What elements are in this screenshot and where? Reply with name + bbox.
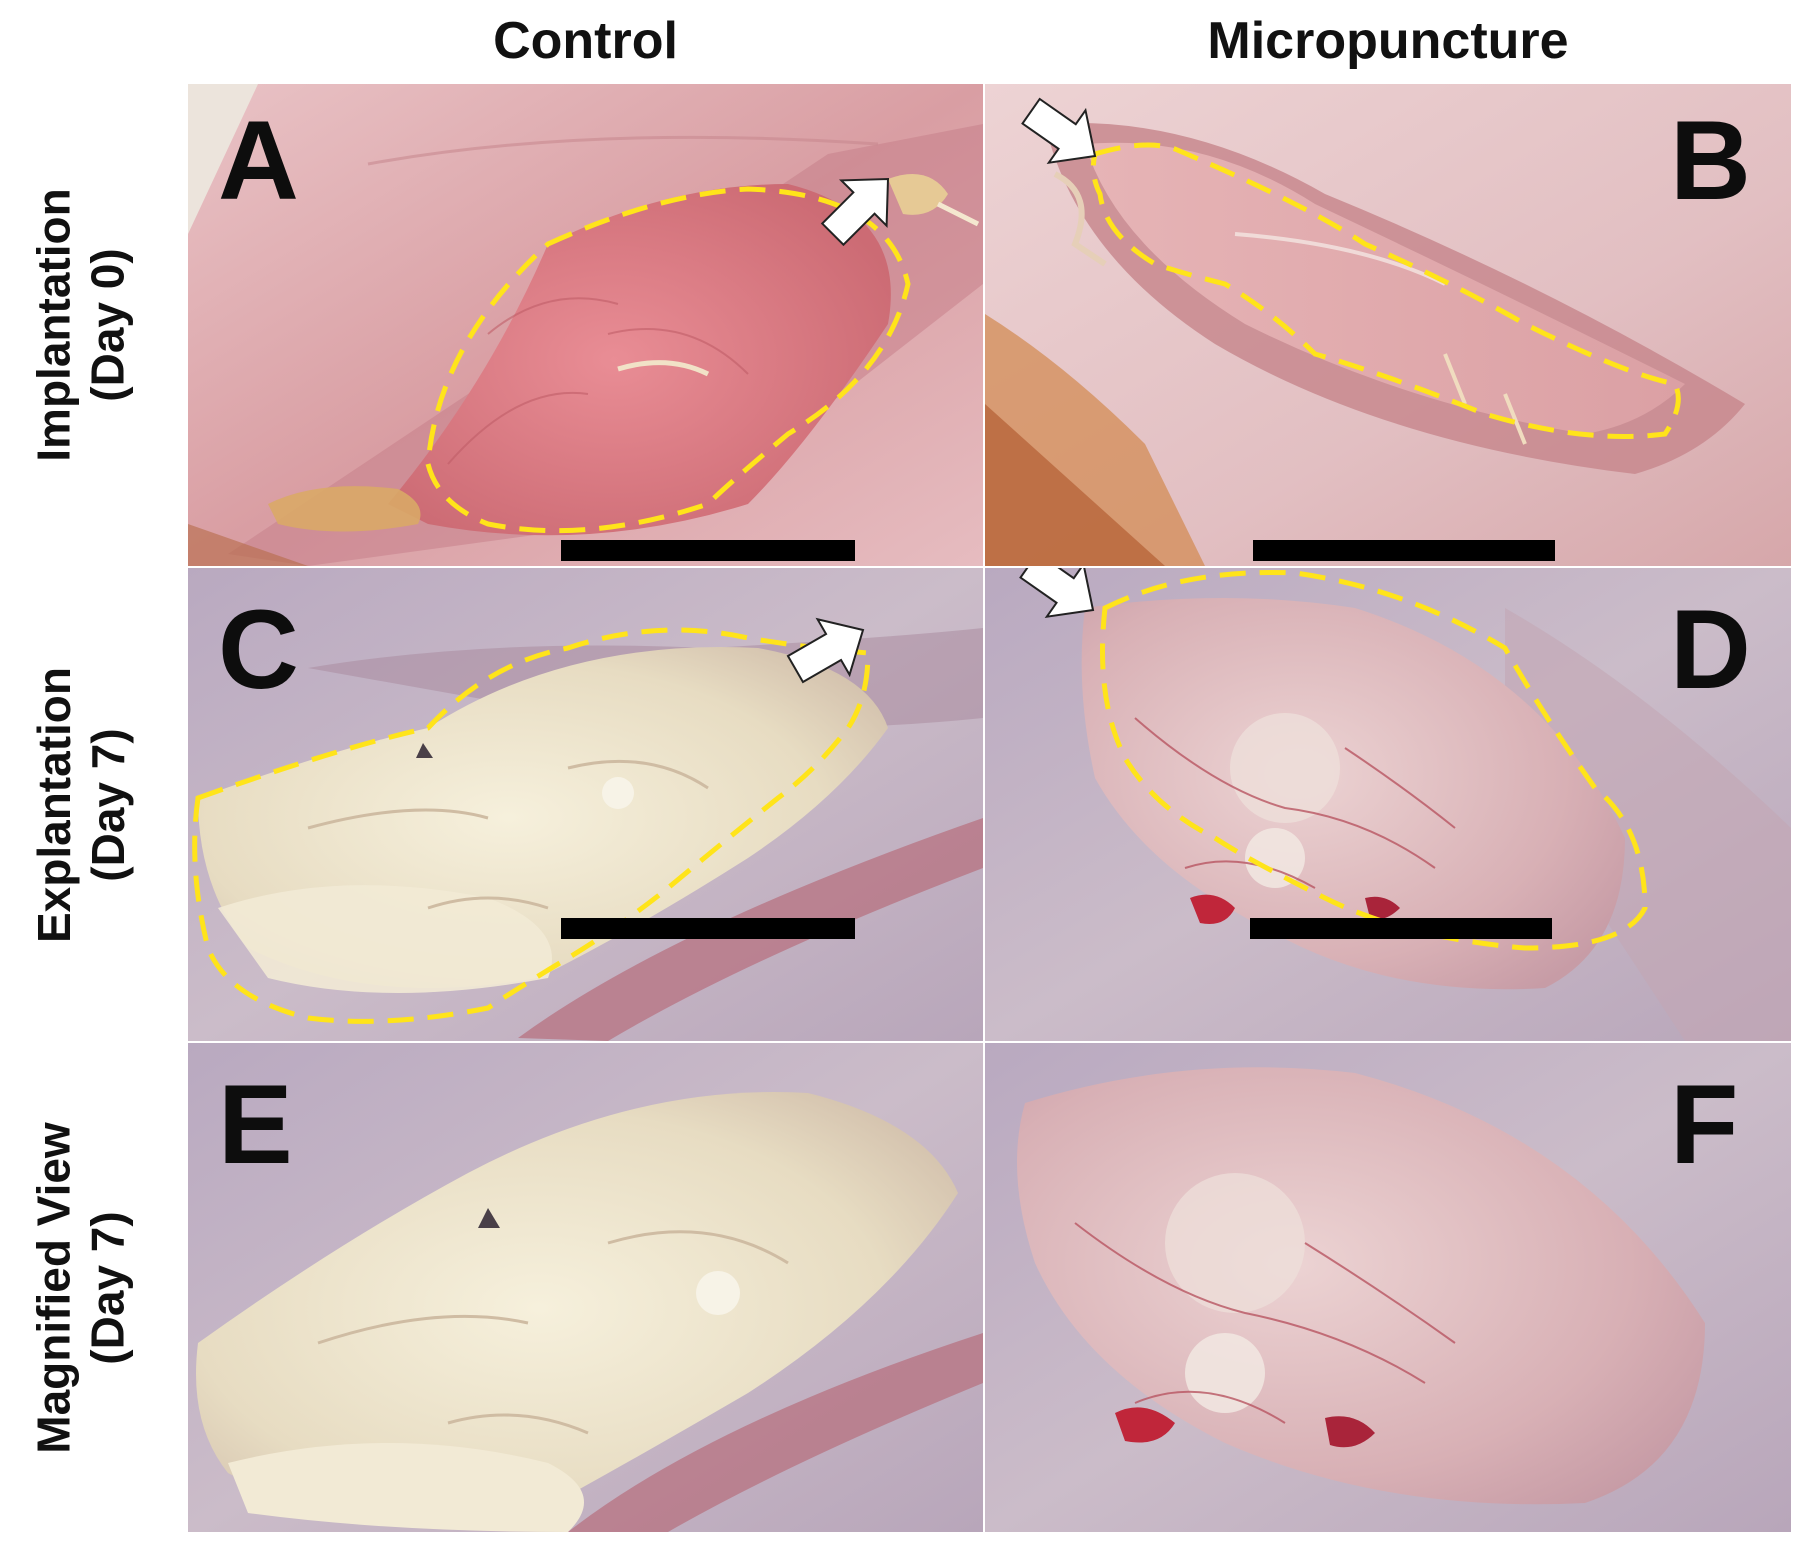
panel-letter: A <box>218 98 299 223</box>
scale-bar <box>1250 918 1552 939</box>
outline-implant <box>192 627 871 1024</box>
white-arrow-icon <box>786 617 865 684</box>
panel-d-micropuncture-explantation: D <box>985 568 1791 1041</box>
panel-letter: F <box>1670 1062 1738 1187</box>
white-arrow-icon <box>1021 97 1097 165</box>
photo-control-day7: C <box>188 568 983 1041</box>
row-title-magnified-view: Magnified View(Day 7) <box>6 1043 156 1532</box>
photo-micropuncture-day0: B <box>985 84 1791 566</box>
white-arrow-icon <box>1019 568 1095 619</box>
scale-bar <box>1253 540 1555 561</box>
row-title-line1: Explantation <box>28 666 80 943</box>
row-title-line2: (Day 7) <box>82 727 134 882</box>
scale-bar <box>561 540 855 561</box>
row-title-line1: Magnified View <box>28 1121 80 1454</box>
photo-micropuncture-magnified: F <box>985 1043 1791 1532</box>
photo-control-day0: A <box>188 84 983 566</box>
column-title-micropuncture: Micropuncture <box>1207 12 1569 70</box>
column-title-control: Control <box>493 12 678 70</box>
photo-control-magnified: E <box>188 1043 983 1532</box>
row-title-line2: (Day 7) <box>82 1210 134 1365</box>
row-title-explantation: Explantation(Day 7) <box>6 568 156 1041</box>
panel-e-control-magnified: E <box>188 1043 983 1532</box>
panel-c-control-explantation: C <box>188 568 983 1041</box>
panel-a-control-implantation: A <box>188 84 983 566</box>
scale-bar <box>561 918 855 939</box>
outline-implant <box>1100 569 1648 951</box>
row-title-line1: Implantation <box>28 188 81 462</box>
row-title-implantation: Implantation(Day 0) <box>6 84 156 566</box>
panel-letter: D <box>1670 587 1751 712</box>
panel-letter: B <box>1670 98 1751 223</box>
outline-implant <box>425 186 911 534</box>
panel-b-micropuncture-implantation: B <box>985 84 1791 566</box>
panel-letter: E <box>218 1062 293 1187</box>
panel-f-micropuncture-magnified: F <box>985 1043 1791 1532</box>
outline-implant <box>1090 142 1681 439</box>
white-arrow-icon <box>820 177 890 247</box>
panel-letter: C <box>218 587 299 712</box>
photo-micropuncture-day7: D <box>985 568 1791 1041</box>
row-title-line2: (Day 0) <box>82 248 135 402</box>
